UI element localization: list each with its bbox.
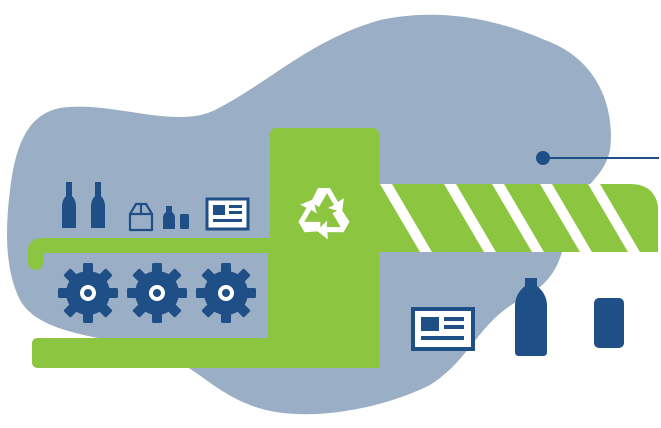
gear-hub: [84, 289, 92, 297]
glass-bottle-icon: [62, 182, 76, 228]
newspaper-icon: [411, 307, 475, 351]
input-items: [62, 182, 250, 232]
gear-hub: [222, 289, 230, 297]
output-items: [411, 278, 624, 356]
plastic-bottle-icon: [515, 278, 547, 356]
gear-hub: [153, 289, 161, 297]
newspaper-icon: [205, 197, 250, 231]
glass-bottle-icon: [91, 182, 105, 228]
recycling-machine: [28, 128, 658, 368]
screw-conveyor: [378, 184, 658, 252]
milk-carton-icon: [128, 202, 154, 232]
gear-icon: [196, 263, 256, 323]
recycle-icon: [298, 188, 350, 240]
small-can-icon: [180, 214, 189, 229]
gear-icon: [58, 263, 118, 323]
machine-body: [28, 128, 379, 368]
callout-dot: [536, 151, 550, 165]
can-icon: [594, 298, 624, 348]
small-bottle-icon: [163, 206, 175, 229]
gear-icon: [127, 263, 187, 323]
gears: [58, 263, 256, 323]
